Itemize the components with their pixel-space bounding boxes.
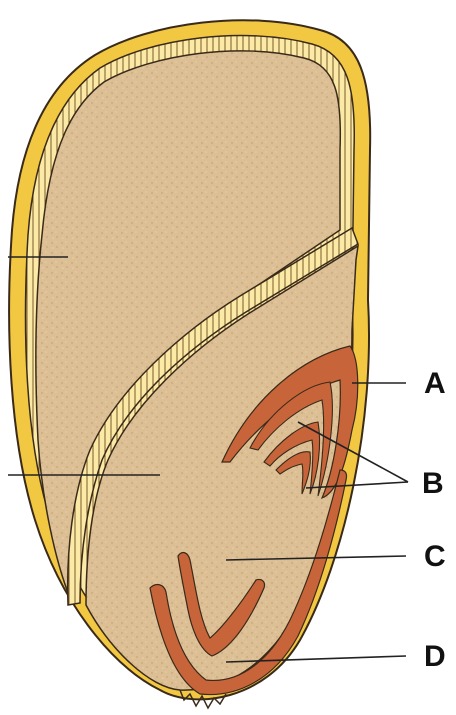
label-b: B [422, 467, 444, 500]
label-d: D [424, 640, 446, 673]
label-a: A [424, 367, 446, 400]
label-c: C [424, 540, 446, 573]
